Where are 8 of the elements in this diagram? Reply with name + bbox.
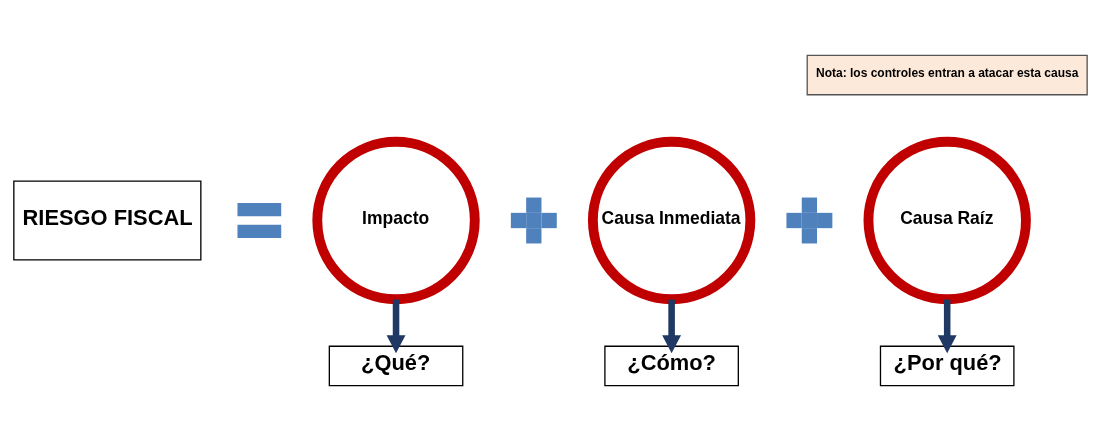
node-circle: Causa Raíz [863, 136, 1031, 304]
node-box: ¿Por qué? [879, 345, 1015, 386]
node-box: RIESGO FISCAL [13, 179, 202, 261]
node-circle: Impacto [312, 136, 480, 304]
node-box: ¿Cómo? [604, 345, 739, 386]
node-box: Nota: los controles entran a atacar esta causa [806, 54, 1088, 95]
node-box: ¿Qué? [328, 345, 464, 386]
node-circle: Causa Inmediata [587, 136, 756, 304]
